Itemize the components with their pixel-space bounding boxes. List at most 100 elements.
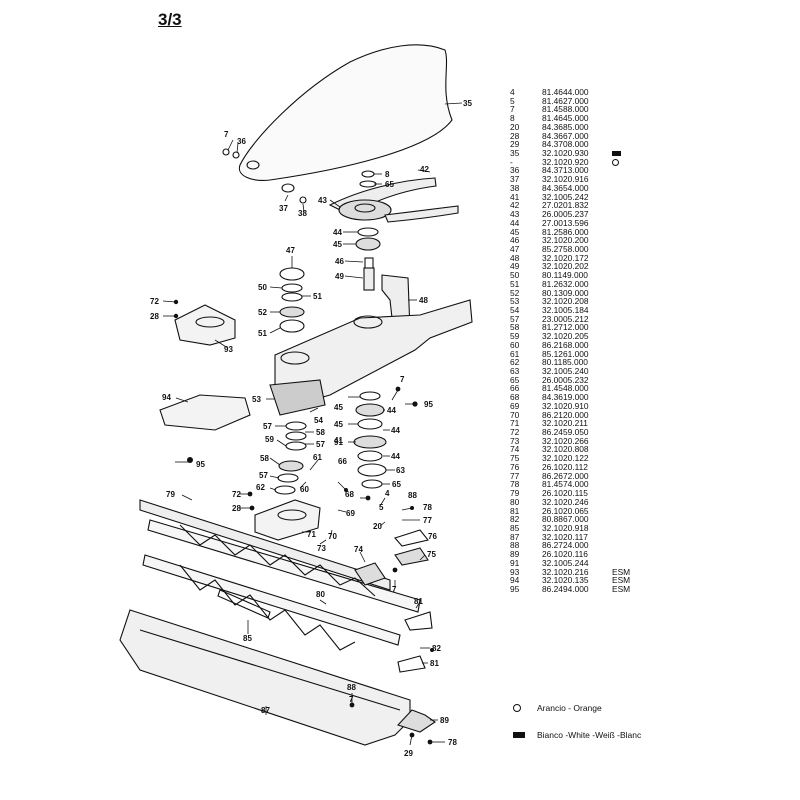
callout-50: 50 [258, 283, 267, 292]
callout-70: 70 [328, 532, 337, 541]
callout-42: 42 [420, 165, 429, 174]
part-code: 86.2120.000 [542, 409, 589, 420]
part-code: 32.1020.930 [542, 148, 589, 159]
callout-79: 79 [166, 490, 175, 499]
part-number: 66 [510, 383, 520, 394]
part-note [612, 541, 632, 550]
callout-58: 58 [316, 428, 325, 437]
callout-57: 57 [316, 440, 325, 449]
part-code: 32.1020.216 [542, 566, 589, 577]
callout-28: 28 [232, 504, 241, 513]
part-note [612, 323, 632, 332]
part-code: 32.1005.242 [542, 191, 589, 202]
housing-bore-right [353, 315, 383, 329]
part-code: 32.1020.910 [542, 400, 589, 411]
filled-box-icon [612, 150, 621, 156]
part-number: 37 [510, 174, 520, 185]
legend-white-label: Bianco -White -Weiß -Blanc [537, 730, 642, 740]
exploded-parts-diagram: 35 7 36 8 65 42 43 37 38 44 45 46 49 47 … [119, 44, 473, 758]
part-note [612, 175, 632, 184]
part-code: 80.1309.000 [542, 287, 589, 298]
callout-29: 29 [404, 749, 413, 758]
part-number: 81 [510, 505, 520, 516]
part-code: 84.3685.000 [542, 121, 589, 132]
part-code: 32.1020.208 [542, 296, 589, 307]
part-note [612, 114, 632, 123]
callout-28: 28 [150, 312, 159, 321]
blade-section-80 [142, 554, 401, 646]
belt-lower [384, 205, 459, 223]
part-code: 26.1020.065 [542, 505, 589, 516]
callout-44: 44 [391, 452, 400, 461]
part-note [612, 228, 632, 237]
part-note [612, 358, 632, 367]
part-code: 27.0013.596 [542, 217, 589, 228]
callout-89: 89 [440, 716, 449, 725]
part-number: 35 [510, 148, 520, 159]
washer-65-top [359, 180, 377, 188]
part-note [612, 149, 632, 158]
part-number: 78 [510, 479, 520, 490]
part-note [612, 437, 632, 446]
part-note [612, 201, 632, 210]
part-note [612, 210, 632, 219]
part-note [612, 219, 632, 228]
part-note [612, 489, 632, 498]
callout-72: 72 [232, 490, 241, 499]
seal-47 [279, 267, 305, 281]
callout-76: 76 [428, 532, 437, 541]
part-note [612, 428, 632, 437]
part-number: 79 [510, 488, 520, 499]
part-code: 32.1020.916 [542, 174, 589, 185]
part-number: 80 [510, 496, 520, 507]
part-number: 94 [510, 575, 520, 586]
part-note [612, 297, 632, 306]
callout-7: 7 [349, 695, 354, 704]
part-number: 44 [510, 217, 520, 228]
part-note [612, 384, 632, 393]
callout-43: 43 [318, 196, 327, 205]
part-number: 53 [510, 296, 520, 307]
pulley-43 [338, 199, 392, 221]
part-number: 69 [510, 400, 520, 411]
part-code: 32.1005.240 [542, 366, 589, 376]
part-note [612, 350, 632, 359]
callout-8: 8 [385, 170, 390, 179]
parts-list-row: 35 32.1020.930 [510, 149, 650, 158]
guard-plate-93 [174, 304, 236, 346]
washer-36 [232, 151, 240, 159]
part-note [612, 132, 632, 141]
callout-65: 65 [385, 180, 394, 189]
clip-75 [394, 547, 429, 566]
part-number: 61 [510, 348, 520, 359]
guard-76 [394, 529, 429, 547]
part-code: 26.1020.116 [542, 549, 588, 560]
callout-82: 82 [432, 644, 441, 653]
part-note [612, 550, 632, 559]
part-number: 70 [510, 409, 520, 420]
part-code: 32.1020.211 [542, 418, 588, 429]
part-code: 80.8867.000 [542, 514, 589, 525]
part-note [612, 158, 632, 167]
parts-list-row: 44 27.0013.596 [510, 219, 650, 228]
cover-mount-hole [246, 160, 260, 170]
parts-list-row: 53 32.1020.208 [510, 297, 650, 306]
part-note [612, 306, 632, 315]
circle-icon [513, 704, 521, 712]
part-number: 85 [510, 522, 520, 533]
callout-65: 65 [392, 480, 401, 489]
part-note [612, 245, 632, 254]
callout-51: 51 [258, 329, 267, 338]
part-code: 32.1020.172 [542, 252, 589, 263]
callout-35: 35 [463, 99, 472, 108]
part-number: 48 [510, 252, 520, 263]
